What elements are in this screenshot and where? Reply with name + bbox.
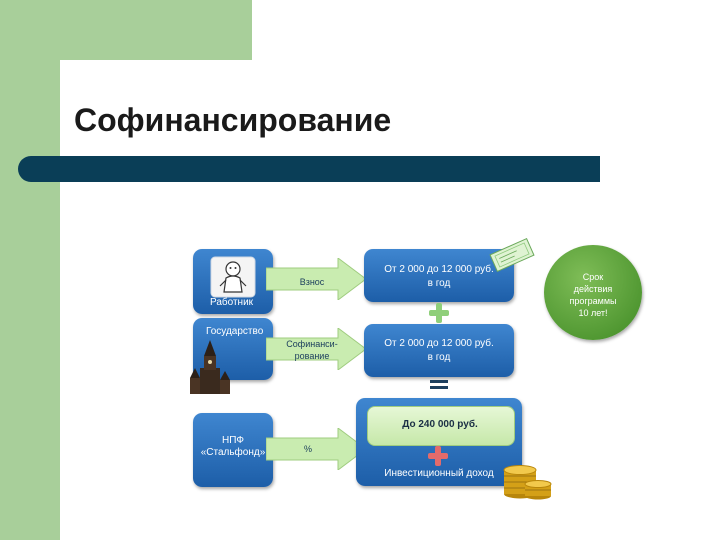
fund-arrow-label: % bbox=[303, 444, 312, 454]
worker-label: Работник bbox=[210, 297, 254, 308]
worker-amount-line2: в год bbox=[427, 278, 451, 289]
term-badge-line1: Срок bbox=[582, 272, 604, 282]
worker-contribution-arrow bbox=[266, 258, 367, 300]
state-amount-line2: в год bbox=[427, 352, 451, 363]
state-amount-line1: От 2 000 до 12 000 руб. bbox=[384, 338, 494, 349]
slide-title: Софинансирование bbox=[74, 102, 392, 138]
term-badge-line4: 10 лет! bbox=[578, 308, 608, 318]
kremlin-tower-icon bbox=[190, 340, 230, 394]
state-amount-box bbox=[364, 324, 514, 377]
equals-sign bbox=[430, 378, 448, 392]
fund-label-line2: «Стальфонд» bbox=[200, 447, 266, 458]
worker-amount-box bbox=[364, 249, 514, 302]
worker-amount-line1: От 2 000 до 12 000 руб. bbox=[384, 264, 494, 275]
fund-box bbox=[193, 413, 273, 487]
state-arrow-label-line2: рование bbox=[294, 351, 330, 361]
top-accent-band bbox=[0, 0, 252, 60]
program-term-badge bbox=[544, 245, 642, 340]
state-arrow-label-line1: Софинанси- bbox=[286, 339, 338, 349]
result-amount-panel bbox=[367, 406, 515, 446]
left-accent-band bbox=[0, 0, 60, 540]
fund-label-line1: НПФ bbox=[221, 435, 244, 446]
term-badge-line3: программы bbox=[569, 296, 617, 306]
result-amount: До 240 000 руб. bbox=[402, 419, 478, 430]
fund-interest-arrow bbox=[266, 428, 367, 470]
coin-stack-icon bbox=[503, 465, 552, 500]
plus-sign-red bbox=[428, 446, 448, 466]
banknote-icon bbox=[489, 237, 535, 273]
state-cofinancing-arrow bbox=[266, 328, 367, 370]
state-label: Государство bbox=[206, 326, 264, 337]
worker-arrow-label: Взнос bbox=[299, 277, 325, 287]
result-caption: Инвестиционный доход bbox=[384, 468, 494, 479]
worker-illustration-icon bbox=[210, 256, 256, 298]
plus-sign-green bbox=[429, 303, 449, 323]
term-badge-line2: действия bbox=[573, 284, 613, 294]
title-underline-bar bbox=[18, 156, 600, 182]
